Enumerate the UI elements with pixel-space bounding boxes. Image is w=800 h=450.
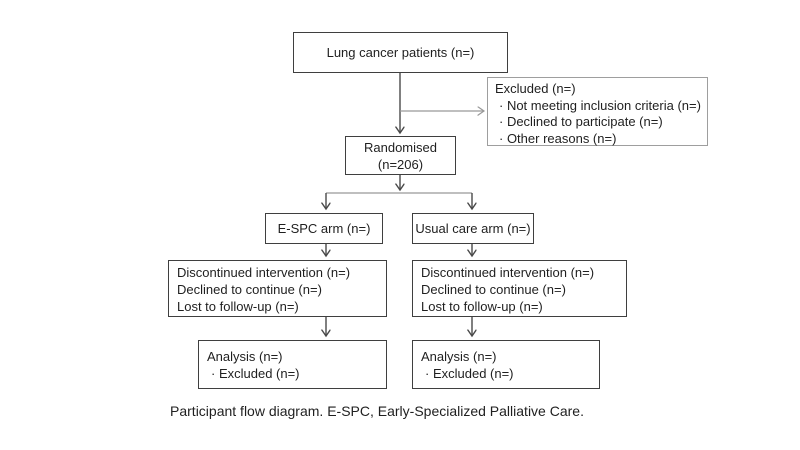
usual-discontinued-box: Discontinued intervention (n=) Declined … [412, 260, 627, 317]
randomised-label: Randomised [364, 139, 437, 155]
randomised-count: (n=206) [377, 156, 424, 172]
espc-arm-box: E-SPC arm (n=) [265, 213, 383, 244]
espc-discontinued-line: Discontinued intervention (n=) [177, 265, 351, 280]
enrollment-label: Lung cancer patients (n=) [326, 45, 475, 60]
espc-arm-label: E-SPC arm (n=) [277, 221, 371, 236]
excluded-title: Excluded (n=) [495, 81, 576, 96]
usual-analysis-label: Analysis (n=) [421, 349, 497, 364]
excluded-item: · Other reasons (n=) [499, 130, 617, 146]
usual-care-arm-box: Usual care arm (n=) [412, 213, 534, 244]
usual-discontinued-line: Declined to continue (n=) [421, 282, 566, 297]
enrollment-box: Lung cancer patients (n=) [293, 32, 508, 73]
usual-care-arm-label: Usual care arm (n=) [415, 221, 531, 236]
figure-caption: Participant flow diagram. E-SPC, Early-S… [170, 403, 584, 419]
usual-discontinued-line: Lost to follow-up (n=) [421, 299, 543, 314]
espc-discontinued-box: Discontinued intervention (n=) Declined … [168, 260, 387, 317]
espc-analysis-label: Analysis (n=) [207, 349, 283, 364]
randomised-box: Randomised (n=206) [345, 136, 456, 175]
espc-analysis-excluded: · Excluded (n=) [211, 366, 300, 381]
excluded-item: · Declined to participate (n=) [499, 114, 663, 129]
usual-analysis-excluded: · Excluded (n=) [425, 366, 514, 381]
usual-analysis-box: Analysis (n=) · Excluded (n=) [412, 340, 600, 389]
excluded-box: Excluded (n=) · Not meeting inclusion cr… [487, 77, 708, 146]
espc-discontinued-line: Declined to continue (n=) [177, 282, 322, 297]
excluded-item: · Not meeting inclusion criteria (n=) [499, 97, 701, 113]
espc-discontinued-line: Lost to follow-up (n=) [177, 299, 299, 314]
usual-discontinued-line: Discontinued intervention (n=) [421, 265, 595, 280]
espc-analysis-box: Analysis (n=) · Excluded (n=) [198, 340, 387, 389]
